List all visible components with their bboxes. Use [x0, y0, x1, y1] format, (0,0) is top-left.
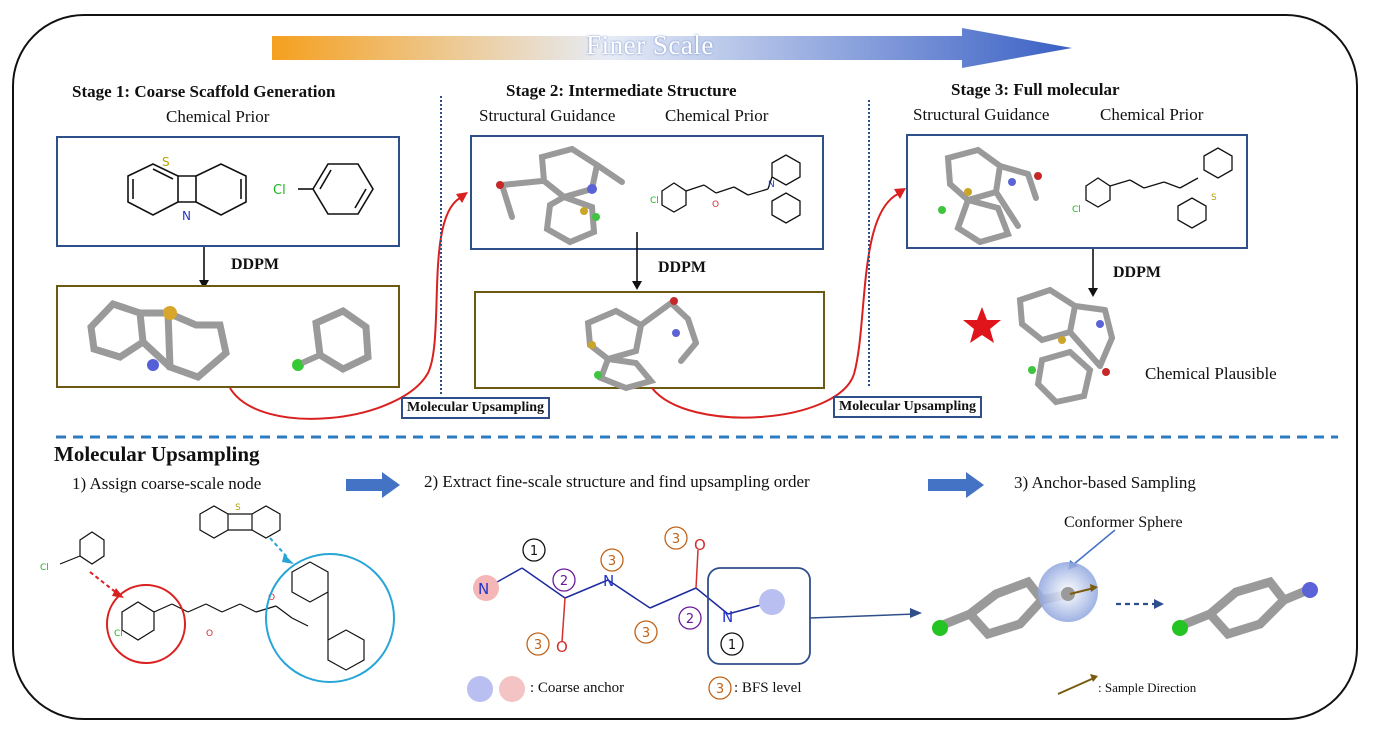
finer-scale-arrow [272, 28, 1072, 68]
stage1-ddpm-label: DDPM [231, 256, 279, 273]
svg-text:Cl: Cl [650, 196, 659, 206]
bfs-level-1-top: 1 [530, 544, 538, 559]
bfs-level-legend-number: 3 [716, 682, 724, 697]
stage3-down-arrow [1088, 249, 1098, 297]
stage2-guidance-label: Structural Guidance [479, 106, 616, 125]
svg-text:O: O [712, 200, 719, 210]
stage2-3d-molecule [584, 297, 699, 392]
sample-direction-legend: : Sample Direction [1098, 680, 1197, 695]
svg-text:Cl: Cl [1072, 205, 1081, 215]
stage1-prior-box: S N Cl [56, 136, 400, 247]
stage2-prior-label: Chemical Prior [665, 106, 769, 125]
svg-text:Cl: Cl [114, 629, 123, 639]
stage2-down-arrow [632, 232, 642, 290]
upsampling-curve-2 [651, 188, 906, 419]
stage2-intermediate-box [474, 291, 825, 392]
bfs-level-1-box: 1 [728, 638, 736, 653]
step2-to-step3-arrow [928, 472, 984, 498]
nitrogen-atom: N [182, 209, 191, 223]
stage3-title: Stage 3: Full molecular [951, 80, 1120, 99]
sulfur-atom: S [162, 155, 170, 169]
node-n-mid: N [603, 572, 614, 590]
svg-text:N: N [768, 180, 775, 190]
stage2-molecules: Cl O N [496, 145, 801, 246]
stage3-prior-label: Chemical Prior [1100, 105, 1204, 124]
svg-text:O: O [268, 593, 275, 603]
bfs-level-legend-icon: 3 [708, 676, 732, 700]
stage1-2d-molecules: S N Cl [127, 155, 374, 223]
chemical-plausible-label: Chemical Plausible [1145, 364, 1277, 383]
finer-scale-label: Finer Scale [586, 30, 714, 60]
node-n-left: N [478, 580, 489, 598]
node-n-right: N [722, 608, 733, 626]
chlorine-atom: Cl [273, 183, 286, 198]
stage2-guidance-prior-box: Cl O N [470, 135, 824, 250]
stage2-ddpm-label: DDPM [658, 259, 706, 276]
bfs-graph: N N N O O 1 2 3 3 2 3 3 1 [473, 526, 916, 665]
section-divider [56, 435, 1338, 439]
svg-text:O: O [206, 629, 213, 639]
upsampling-label-2: Molecular Upsampling [833, 396, 983, 418]
diagram-frame [12, 14, 1358, 720]
stage3-guidance-prior-box: Cl S [906, 134, 1248, 249]
bfs-level-2-right: 2 [686, 612, 694, 627]
plausible-star-icon [963, 307, 1001, 343]
step1-to-step2-arrow [346, 472, 400, 498]
graph-to-sampling-arrowhead [910, 608, 922, 618]
stage3-3d-molecule [1016, 286, 1115, 406]
svg-text:S: S [235, 503, 241, 513]
upsampling-section-title: Molecular Upsampling [54, 442, 260, 466]
stage3-ddpm-label: DDPM [1113, 264, 1161, 281]
bfs-level-3-c: 3 [642, 626, 650, 641]
stage3-guidance-label: Structural Guidance [913, 105, 1050, 124]
conformer-sphere-label: Conformer Sphere [1064, 514, 1183, 531]
step3-label: 3) Anchor-based Sampling [1014, 473, 1196, 492]
step2-label: 2) Extract fine-scale structure and find… [424, 472, 810, 491]
stage2-title: Stage 2: Intermediate Structure [506, 81, 737, 100]
stage1-prior-label: Chemical Prior [166, 107, 270, 126]
stage3-molecules: Cl S [938, 146, 1233, 246]
svg-text:S: S [1211, 193, 1217, 203]
stage-separator-2 [868, 100, 870, 386]
node-o-top: O [694, 536, 706, 554]
bfs-level-3-d: 3 [534, 638, 542, 653]
stage1-3d-molecules [87, 299, 372, 381]
bfs-level-2-left: 2 [560, 574, 568, 589]
svg-text:Cl: Cl [40, 563, 49, 573]
bfs-level-legend: : BFS level [734, 680, 802, 696]
upsampling-label-1: Molecular Upsampling [401, 397, 551, 419]
stage1-down-arrow [199, 247, 209, 289]
coarse-node-assignment: Cl Cl S O O [40, 503, 395, 683]
coarse-anchor-legend: : Coarse anchor [530, 680, 625, 696]
step1-label: 1) Assign coarse-scale node [72, 474, 262, 493]
bfs-level-3-b: 3 [672, 532, 680, 547]
coarse-anchor-legend-icon [467, 676, 525, 702]
stage-separator-1 [440, 96, 442, 394]
node-o-low: O [556, 638, 568, 656]
upsampling-curve-1 [229, 192, 468, 420]
bfs-level-3-a: 3 [608, 554, 616, 569]
stage1-title: Stage 1: Coarse Scaffold Generation [72, 82, 336, 101]
anchor-sampling-illustration [932, 529, 1318, 695]
stage1-coarse-3d-box [56, 285, 400, 388]
